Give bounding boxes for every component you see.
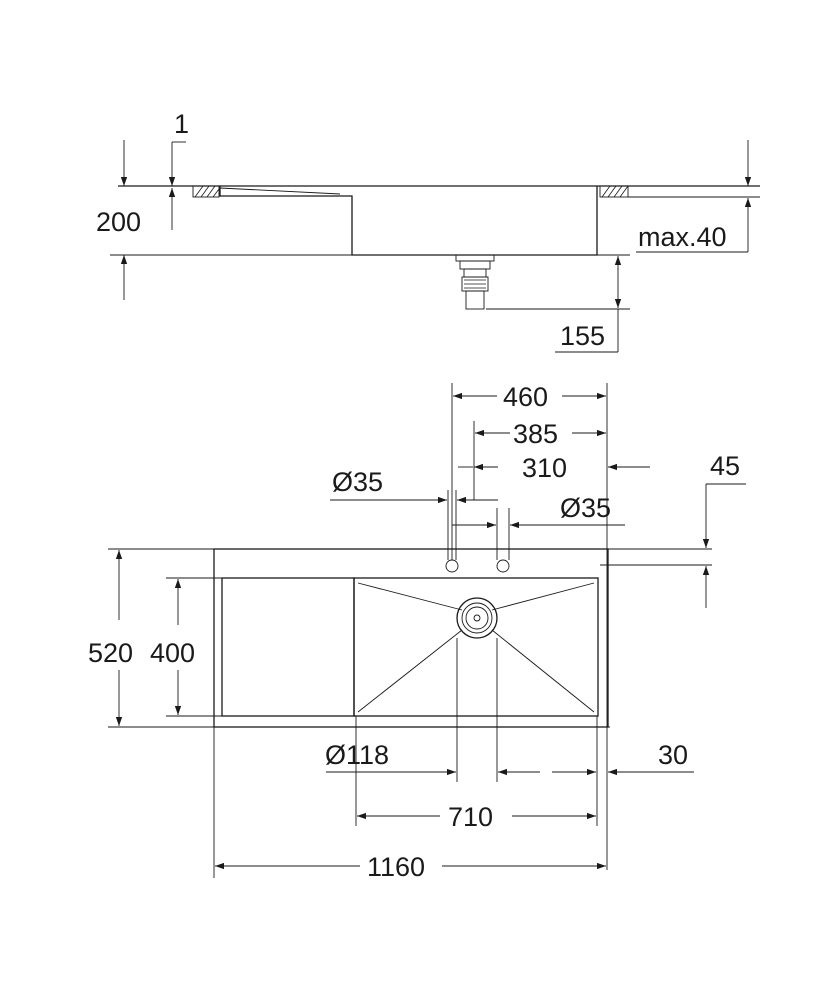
dim-thickness: 1 [168,109,189,230]
dim-400: 400 [150,577,222,717]
dim-45: 45 [702,451,746,608]
dim-1160-label: 1160 [367,852,425,882]
dim-30: 30 [552,740,694,776]
drainboard-slope [219,187,341,195]
dim-drain-dia: Ø118 [325,740,540,776]
dim-thickness-label: 1 [174,109,189,139]
dim-310-label: 310 [522,453,567,483]
dim-drain: 155 [486,254,630,353]
top-view: 460 385 310 45 Ø35 Ø35 [88,382,746,882]
dim-drain-label: 155 [560,321,605,351]
dim-depth-label: 200 [96,207,141,237]
dim-1160: 1160 [215,852,606,882]
dim-710: 710 [357,802,596,832]
dim-520-label: 520 [88,638,133,668]
drainboard [221,577,355,717]
tap-hole-left-icon [445,559,459,573]
dim-460-label: 460 [503,382,548,412]
drain-fitting-icon [455,254,495,310]
dim-max-countertop: max.40 [628,140,760,253]
dim-385: 385 [475,419,606,449]
dim-310: 310 [458,453,650,483]
dim-710-label: 710 [448,802,493,832]
dim-depth: 200 [96,140,352,300]
dim-hole-left-label: Ø35 [332,467,383,497]
dim-30-label: 30 [658,740,688,770]
dim-hole-right-label: Ø35 [560,493,611,523]
dim-385-label: 385 [513,419,558,449]
dim-520: 520 [88,550,133,726]
bowl-slope-lines [357,582,595,713]
countertop-hatch-right [599,185,629,198]
side-view: 1 200 max.40 155 [96,109,760,353]
dim-drain-dia-label: Ø118 [325,740,389,770]
sink-outline [213,548,609,728]
dim-max-countertop-label: max.40 [638,222,727,252]
drain-icon [456,597,498,639]
sink-bowl [353,577,599,717]
dim-hole-right: Ø35 [452,493,625,529]
countertop-hatch-left [192,185,220,198]
sink-body-profile [219,186,598,256]
dim-460: 460 [453,382,606,412]
dim-400-label: 400 [150,638,195,668]
dim-45-label: 45 [710,451,740,481]
tap-hole-right-icon [496,559,510,573]
dim-hole-left: Ø35 [330,467,498,504]
